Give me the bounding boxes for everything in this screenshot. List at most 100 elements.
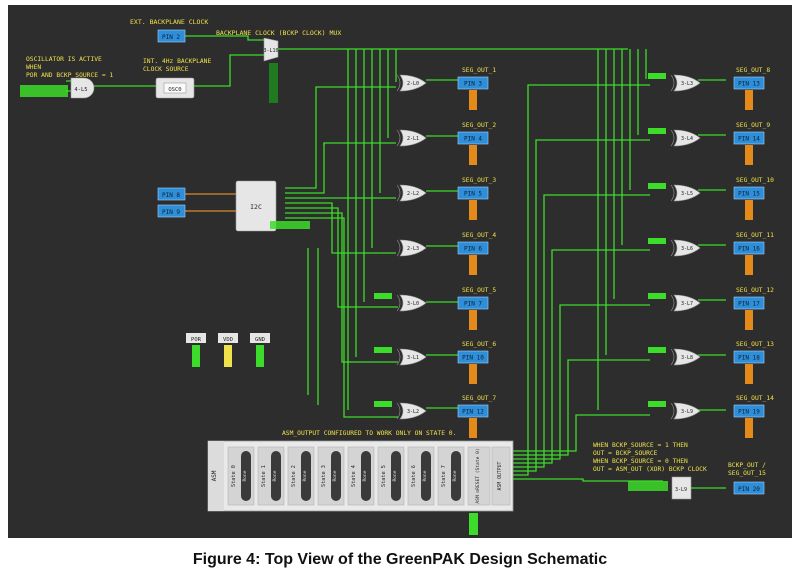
seg-pin-label: PIN 16	[738, 246, 760, 253]
asm-note: ASM_OUTPUT CONFIGURED TO WORK ONLY ON ST…	[282, 430, 456, 437]
pin8-block	[157, 187, 186, 201]
out-mux-block	[671, 476, 692, 500]
pin-orange-tag	[745, 418, 753, 438]
ext-clock-label: EXT. BACKPLANE CLOCK	[130, 18, 208, 26]
seg-out-label: SEG_OUT_9	[736, 122, 770, 129]
xor-gate-curve	[670, 239, 675, 257]
pin-orange-tag	[469, 418, 477, 438]
seg-pin-block	[733, 296, 765, 310]
pin2-block	[157, 29, 186, 43]
pin-orange-tag	[469, 364, 477, 384]
seg-pin-label: PIN 7	[464, 301, 482, 308]
seg-pin-block	[457, 131, 489, 145]
asm-state-sub-label: Rone	[362, 470, 368, 481]
xor-gate	[399, 74, 427, 92]
asm-state-sub-label: Rone	[422, 470, 428, 481]
i2c-output-wires	[285, 86, 398, 418]
seg-pin-block	[457, 350, 489, 364]
seg-pin-label: PIN 19	[738, 409, 760, 416]
int-clock-line2: CLOCK SOURCE	[143, 66, 189, 73]
pin-orange-tag	[745, 200, 753, 220]
seg-pin-label: PIN 6	[464, 246, 482, 253]
seg-out-label: SEG_OUT_1	[462, 67, 496, 74]
gate-input-tag	[648, 401, 666, 407]
xor-gate-curve	[670, 74, 675, 92]
por-tag	[192, 345, 200, 367]
asm-label: ASM	[211, 470, 218, 481]
asm-state-label: State 5	[381, 465, 387, 487]
schematic-canvas: EXT. BACKPLANE CLOCK PIN 2 BACKPLANE CLO…	[8, 5, 792, 538]
asm-state-slot	[301, 451, 311, 501]
seg-pin-label: PIN 4	[464, 136, 482, 143]
xor-gate-curve	[396, 184, 401, 202]
gate-label: 2-L0	[407, 81, 419, 87]
seg-pin-label: PIN 14	[738, 136, 760, 143]
xor-gate	[673, 184, 701, 202]
xor-gate	[673, 402, 701, 420]
asm-state-sub-label: Rone	[452, 470, 458, 481]
pin-orange-tag	[745, 310, 753, 330]
mux-label: 3-L10	[263, 48, 278, 54]
pin8-label: PIN 8	[162, 192, 180, 199]
seg-out-label: SEG_OUT_6	[462, 341, 496, 348]
asm-bottom-tag	[469, 513, 478, 535]
clock-drop-wires-right	[597, 49, 647, 410]
gate-input-tag	[374, 401, 392, 407]
i2c-label: I2C	[250, 203, 262, 211]
xor-gate-curve	[396, 402, 401, 420]
xor-gate-curve	[670, 402, 675, 420]
seg-out-label: SEG_OUT_5	[462, 287, 496, 294]
pin-orange-tag	[745, 364, 753, 384]
osc-label: OSC0	[168, 87, 181, 93]
xor-gate	[399, 184, 427, 202]
asm-header	[208, 441, 224, 511]
asm-state-sub-label: Rone	[392, 470, 398, 481]
mux-sel-tag	[269, 63, 278, 103]
asm-reset-block	[467, 446, 491, 506]
figure-caption: Figure 4: Top View of the GreenPAK Desig…	[192, 551, 608, 568]
asm-state-label: State 2	[291, 465, 297, 487]
pin-orange-tag	[469, 200, 477, 220]
osc-active-line2: WHEN	[26, 64, 41, 71]
xor-gate	[399, 129, 427, 147]
seg-pin-block	[733, 131, 765, 145]
xor-gate	[399, 402, 427, 420]
seg-pin-label: PIN 18	[738, 355, 760, 362]
seg-pin-block	[457, 296, 489, 310]
bckp-note-4: OUT = ASM_OUT (XOR) BCKP CLOCK	[593, 466, 707, 473]
asm-state-label: State 6	[411, 465, 417, 487]
and-input-tags	[20, 85, 68, 97]
seg-pin-block	[457, 76, 489, 90]
gate-label: 3-L1	[407, 355, 419, 361]
schematic-svg: EXT. BACKPLANE CLOCK PIN 2 BACKPLANE CLO…	[20, 18, 774, 535]
i2c-input-wires	[185, 193, 236, 212]
asm-state-label: State 1	[261, 465, 267, 487]
seg-pin-block	[457, 186, 489, 200]
asm-reset-label: ASM nRESET (State 0)	[475, 448, 481, 503]
asm-to-out-mux-wire	[323, 143, 663, 482]
pin9-label: PIN 9	[162, 209, 180, 216]
seg-out-label: SEG_OUT_11	[736, 232, 774, 239]
bckp-note-3: WHEN BCKP_SOURCE = 0 THEN	[593, 458, 688, 465]
xor-gate	[673, 294, 701, 312]
pin2-to-mux-wire	[185, 35, 266, 41]
seg-out-label: SEG_OUT_7	[462, 395, 496, 402]
seg-out-label: SEG_OUT_3	[462, 177, 496, 184]
i2c-tag	[270, 221, 310, 229]
seg-out-label: SEG_OUT_2	[462, 122, 496, 129]
out-mux-label: 3-L9	[675, 487, 687, 493]
i2c-block	[235, 180, 277, 232]
asm-state-slot	[451, 451, 461, 501]
bckp-mux-label: BACKPLANE CLOCK (BCKP CLOCK) MUX	[216, 29, 341, 37]
left-gate-outputs	[426, 79, 458, 409]
gate-input-tag	[374, 347, 392, 353]
gate-label: 3-L6	[681, 246, 693, 252]
out-mux-input-tags	[628, 481, 668, 491]
